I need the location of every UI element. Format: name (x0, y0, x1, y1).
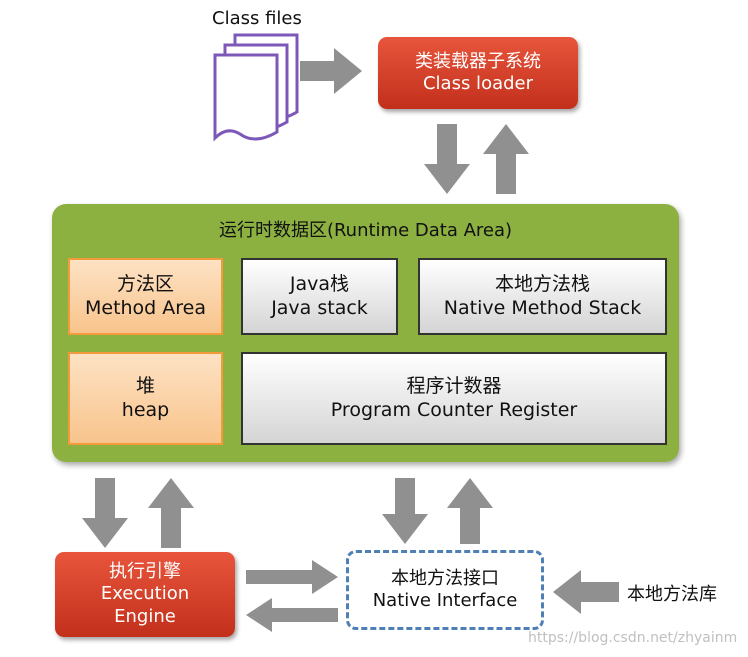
pc-register-zh: 程序计数器 (406, 374, 502, 397)
execution-engine-en2: Engine (114, 605, 176, 627)
native-interface-box: 本地方法接口 Native Interface (346, 550, 544, 630)
pc-register-en: Program Counter Register (330, 398, 578, 421)
execution-engine-box: 执行引擎 Execution Engine (55, 552, 235, 637)
arrow-up-loader-icon (483, 124, 529, 194)
arrow-up-engine-icon (148, 478, 194, 548)
method-area-en: Method Area (84, 296, 207, 319)
heap-zh: 堆 (135, 374, 155, 397)
native-method-stack-box: 本地方法栈 Native Method Stack (418, 258, 667, 335)
native-interface-zh: 本地方法接口 (391, 567, 499, 589)
arrow-left-engine-icon (246, 598, 338, 632)
execution-engine-en1: Execution (100, 583, 190, 605)
arrow-right-engine-icon (246, 560, 338, 594)
heap-box: 堆 heap (68, 352, 223, 445)
native-method-stack-en: Native Method Stack (443, 296, 642, 319)
class-files-label: Class files (212, 8, 302, 29)
native-method-stack-zh: 本地方法栈 (494, 272, 590, 295)
arrow-up-interface-icon (447, 478, 493, 544)
arrow-down-interface-icon (382, 478, 428, 544)
watermark-text: https://blog.csdn.net/zhyainm (528, 630, 738, 646)
runtime-data-area-title: 运行时数据区(Runtime Data Area) (218, 220, 513, 241)
arrow-down-engine-icon (82, 478, 128, 548)
class-files-icon (213, 33, 299, 142)
class-loader-en: Class loader (422, 73, 534, 94)
native-interface-en: Native Interface (372, 590, 518, 611)
arrow-left-library-icon (553, 570, 619, 614)
heap-en: heap (121, 398, 170, 421)
java-stack-box: Java栈 Java stack (241, 258, 398, 335)
class-loader-box: 类装载器子系统 Class loader (378, 37, 578, 109)
pc-register-box: 程序计数器 Program Counter Register (241, 352, 667, 445)
method-area-box: 方法区 Method Area (68, 258, 223, 335)
java-stack-en: Java stack (271, 296, 368, 319)
execution-engine-zh: 执行引擎 (109, 560, 181, 582)
native-library-label: 本地方法库 (627, 584, 717, 605)
java-stack-zh: Java栈 (289, 272, 350, 295)
arrow-down-loader-icon (424, 124, 470, 194)
arrow-right-class-files-icon (300, 48, 362, 94)
class-loader-zh: 类装载器子系统 (415, 50, 541, 72)
method-area-zh: 方法区 (116, 272, 174, 295)
